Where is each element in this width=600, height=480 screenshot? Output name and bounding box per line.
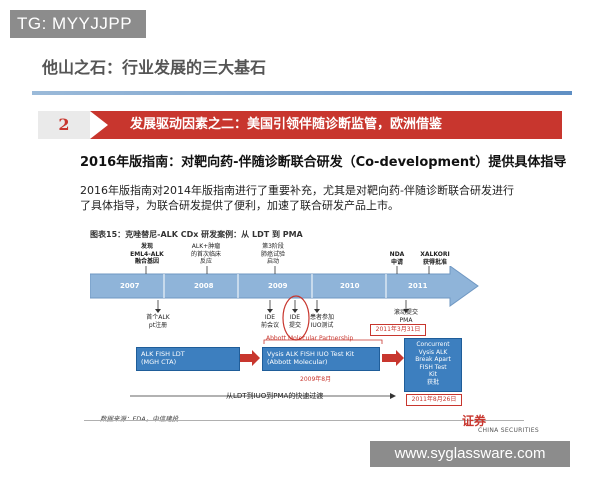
year-2011: 2011 xyxy=(408,282,428,290)
transition-label: 从LDT到IUO到PMA的快速过渡 xyxy=(226,392,324,400)
subheading: 2016年版指南：对靶向药-伴随诊断联合研发（Co-development）提供… xyxy=(80,155,567,170)
title-divider xyxy=(32,91,572,95)
footer-divider xyxy=(84,420,524,421)
figure-source: 数据来源：FDA，中信建投 xyxy=(100,415,179,423)
date-aug-2009: 2009年8月 xyxy=(300,376,332,383)
section-heading: 发展驱动因素之二：美国引领伴随诊断监管，欧洲借鉴 xyxy=(130,117,443,132)
year-2007: 2007 xyxy=(120,282,140,290)
ldt-box: ALK FISH LDT(MGH CTA) xyxy=(136,347,240,371)
tg-badge: TG: MYYJJPP xyxy=(10,10,146,38)
section-number: 2 xyxy=(38,111,90,139)
timeline-arrow xyxy=(90,266,479,307)
timeline-diagram xyxy=(90,266,479,399)
figure-caption: 图表15：克唑替尼-ALK CDx 研发案例：从 LDT 到 PMA xyxy=(90,230,303,239)
date-mar-2011: 2011年3月31日 xyxy=(370,324,426,336)
date-aug-2011: 2011年8月26日 xyxy=(406,394,462,406)
logo-subtitle: CHINA SECURITIES xyxy=(478,427,539,434)
partnership-label: Abbott Molecular Partnership xyxy=(266,335,354,342)
timeline-label-phase3: 第3阶段肺癌试验启动 xyxy=(260,243,285,265)
site-watermark: www.syglassware.com xyxy=(370,441,570,467)
year-2009: 2009 xyxy=(268,282,288,290)
iuo-kit-box: Vysis ALK FISH IUO Test Kit(Abbott Molec… xyxy=(262,347,380,371)
china-securities-logo: 证券 xyxy=(462,414,487,428)
timeline-label-alk: ALK+肿瘤的首次临床反应 xyxy=(190,243,221,265)
year-2010: 2010 xyxy=(340,282,360,290)
section-bar xyxy=(90,111,562,139)
body-paragraph: 2016年版指南对2014年版指南进行了重要补充，尤其是对靶向药-伴随诊断联合研… xyxy=(80,184,514,212)
page-title: 他山之石：行业发展的三大基石 xyxy=(42,58,267,77)
year-2008: 2008 xyxy=(194,282,214,290)
